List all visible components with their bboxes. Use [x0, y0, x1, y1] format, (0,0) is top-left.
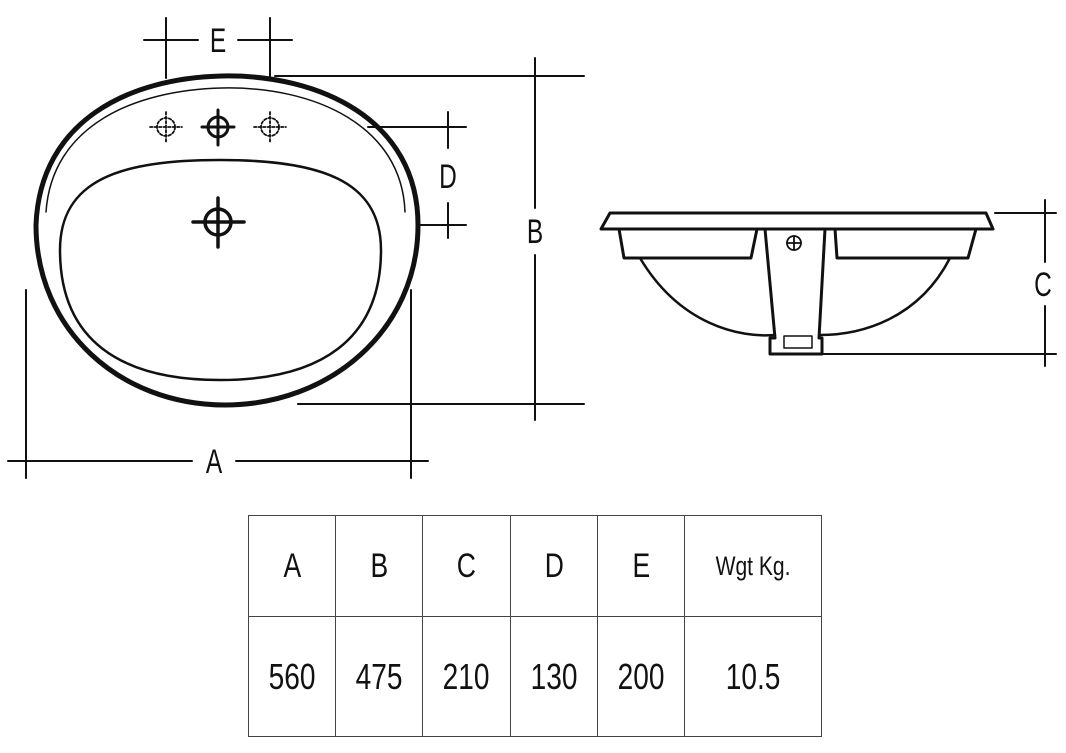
dimension-label-a: A: [206, 443, 223, 481]
value-cell-c: 210: [422, 616, 511, 737]
side-view-right-ledge: [833, 227, 978, 260]
side-view-rim: [599, 211, 995, 231]
value-cell-e: 200: [597, 616, 685, 737]
dimension-d: [367, 111, 467, 239]
side-view-overflow-inner: [783, 335, 813, 349]
value-cell-d: 130: [510, 616, 598, 737]
header-cell-e: E: [597, 515, 685, 617]
side-view-bowl: [638, 256, 952, 337]
dimension-e: [143, 17, 293, 79]
value-cell-a: 560: [248, 616, 336, 737]
dimension-label-e: E: [210, 22, 226, 60]
dimension-c: [821, 199, 1057, 367]
overflow-hole-icon: [786, 235, 802, 251]
header-cell-d: D: [510, 515, 598, 617]
dimension-label-b: B: [527, 213, 543, 251]
basin-technical-drawing: E D B A C: [7, 17, 1057, 481]
tap-hole-optional-right-icon: [253, 111, 287, 144]
header-cell-b: B: [335, 515, 423, 617]
dimension-label-c: C: [1034, 266, 1052, 304]
basin-bowl-outline: [58, 158, 383, 382]
table-values-row: 560 475 210 130 200 10.5: [248, 616, 822, 737]
header-cell-c: C: [422, 515, 511, 617]
dimension-a: [7, 289, 429, 479]
header-cell-weight: Wgt Kg.: [684, 515, 822, 617]
value-cell-b: 475: [335, 616, 423, 737]
top-view: [7, 17, 585, 479]
basin-inner-rim: [45, 87, 406, 213]
dimensions-table: A B C D E Wgt Kg. 560 475 210 130 200 10…: [248, 515, 822, 737]
dimension-label-d: D: [439, 158, 457, 196]
tap-hole-optional-left-icon: [149, 111, 183, 144]
side-view-left-ledge: [617, 227, 759, 260]
header-cell-a: A: [248, 515, 336, 617]
tap-hole-center-icon: [200, 108, 236, 147]
table-header-row: A B C D E Wgt Kg.: [248, 515, 822, 617]
dimension-b: [274, 57, 585, 421]
drain-hole-icon: [191, 196, 246, 249]
side-view: [599, 199, 1057, 367]
value-cell-weight: 10.5: [684, 616, 822, 737]
